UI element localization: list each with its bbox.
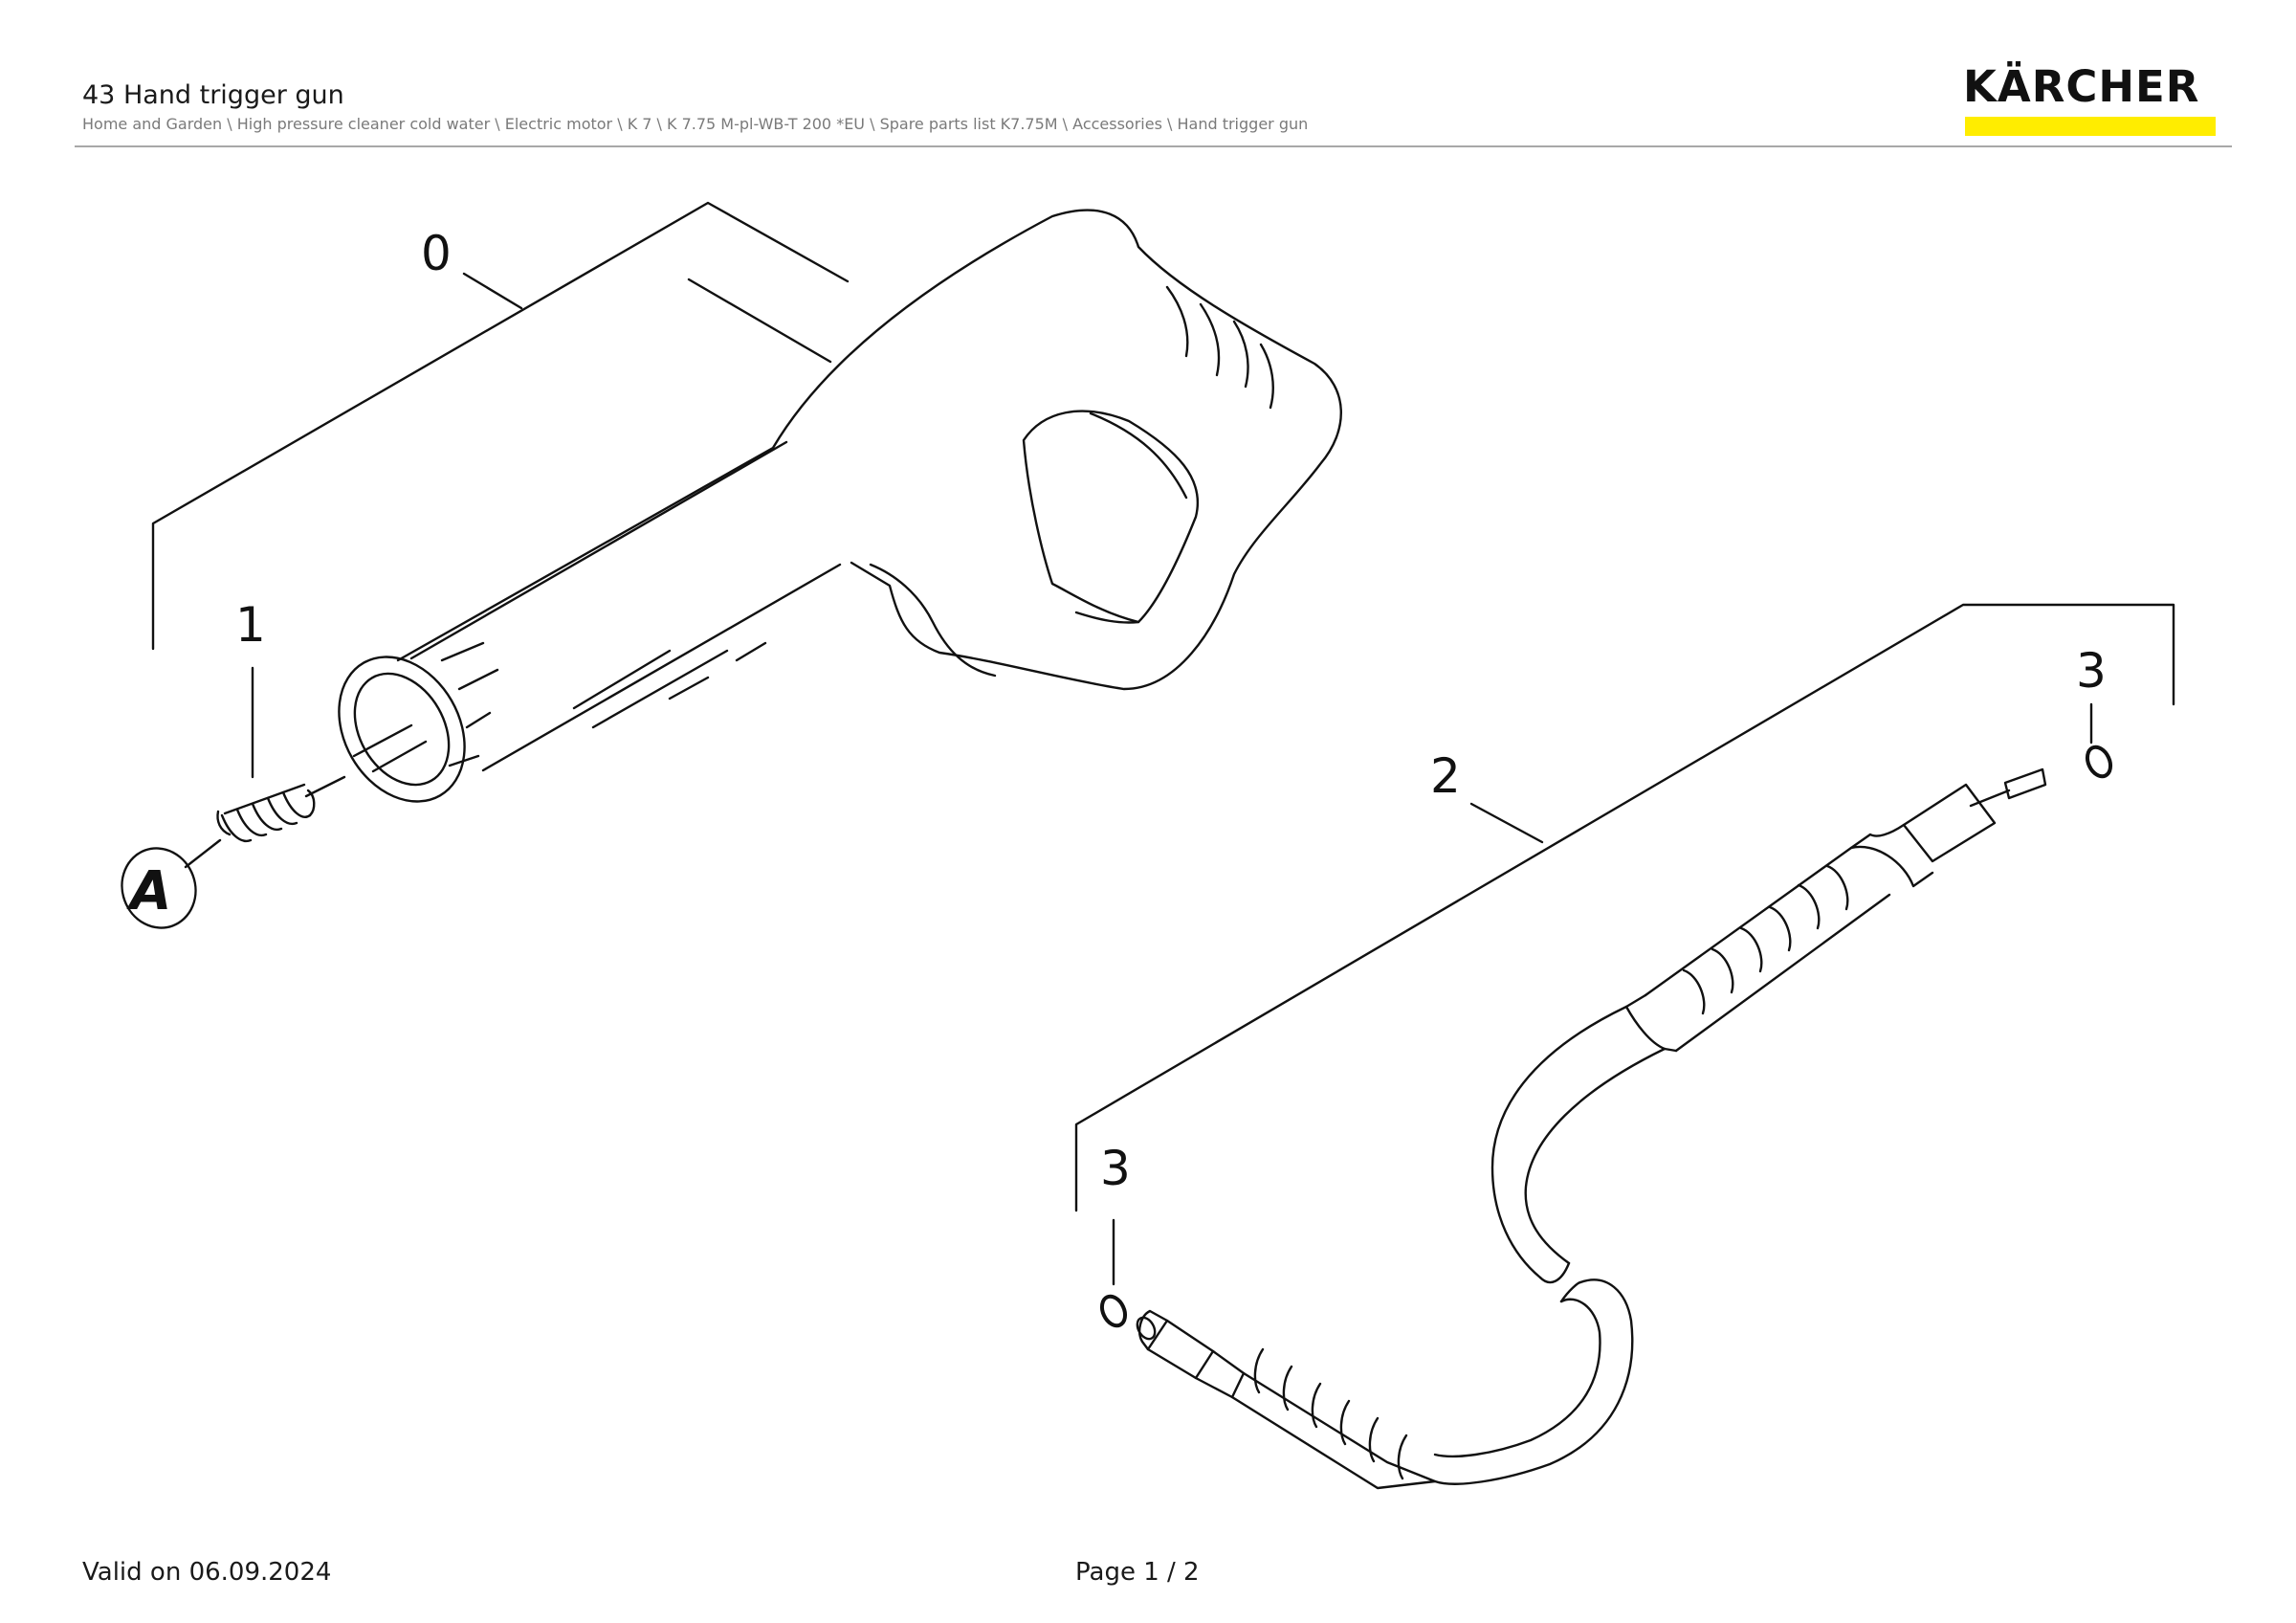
brand-wordmark: KÄRCHER [1963, 61, 2200, 112]
callout-2: 2 [1430, 748, 1461, 804]
spring [216, 775, 346, 843]
detail-marker-a [121, 838, 222, 929]
callout-3-left: 3 [1100, 1141, 1131, 1196]
o-ring-right [2085, 745, 2113, 779]
leader-lines-gun [151, 201, 850, 651]
page-header: 43 Hand trigger gun Home and Garden \ Hi… [0, 0, 2296, 153]
callout-3-right: 3 [2076, 643, 2107, 699]
brand-logo: KÄRCHER [1963, 61, 2218, 138]
o-ring-left [1099, 1294, 1128, 1328]
page-title: 43 Hand trigger gun [82, 80, 344, 110]
header-divider [75, 145, 2232, 147]
hand-trigger-gun [338, 209, 1342, 803]
validity-date: Valid on 06.09.2024 [82, 1558, 332, 1587]
callout-1: 1 [235, 597, 266, 653]
breadcrumb: Home and Garden \ High pressure cleaner … [82, 115, 1309, 133]
high-pressure-hose [1136, 767, 2047, 1490]
page-number: Page 1 / 2 [1075, 1558, 1200, 1587]
leader-lines-hose [1074, 603, 2175, 1286]
detail-label-a: A [126, 860, 171, 923]
brand-yellow-bar [1965, 117, 2216, 136]
callout-0: 0 [421, 226, 452, 281]
